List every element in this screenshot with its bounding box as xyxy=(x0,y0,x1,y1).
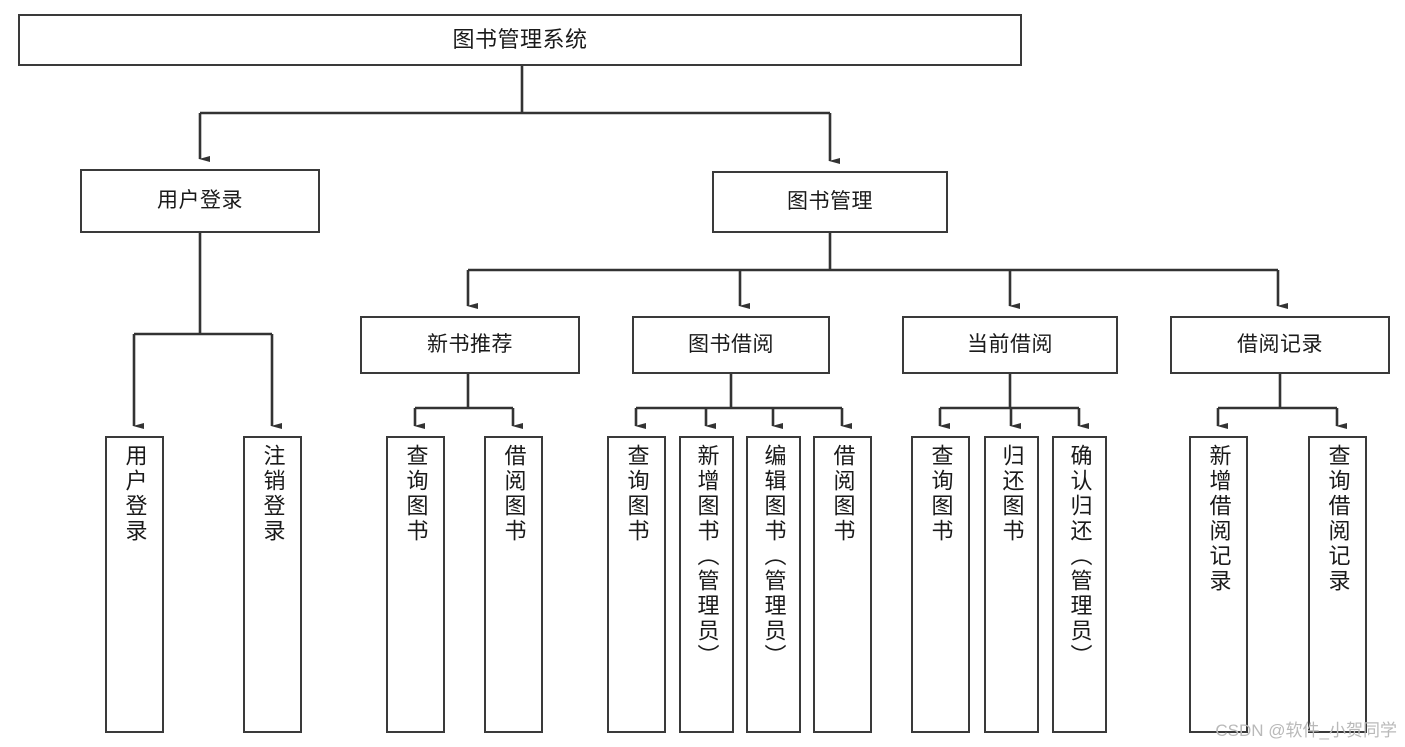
node-label: 注销登录 xyxy=(260,444,286,544)
node-label: 查询图书 xyxy=(928,444,954,544)
node-user-login[interactable]: 用户登录 xyxy=(80,169,320,233)
node-label: 查询借阅记录 xyxy=(1325,444,1351,594)
node-label: 借阅记录 xyxy=(1237,333,1323,357)
node-leaf-logout[interactable]: 注销登录 xyxy=(243,436,302,733)
node-label: 新增图书（管理员） xyxy=(694,444,720,669)
node-new-book-recommend[interactable]: 新书推荐 xyxy=(360,316,580,374)
node-leaf-edit-book[interactable]: 编辑图书（管理员） xyxy=(746,436,801,733)
node-leaf-query-book-rec[interactable]: 查询图书 xyxy=(386,436,445,733)
node-leaf-borrow-book[interactable]: 借阅图书 xyxy=(813,436,872,733)
node-leaf-add-record[interactable]: 新增借阅记录 xyxy=(1189,436,1248,733)
node-label: 用户登录 xyxy=(157,189,243,213)
node-current-borrow[interactable]: 当前借阅 xyxy=(902,316,1118,374)
node-label: 新增借阅记录 xyxy=(1206,444,1232,594)
node-label: 确认归还（管理员） xyxy=(1067,444,1093,669)
node-leaf-query-record[interactable]: 查询借阅记录 xyxy=(1308,436,1367,733)
node-label: 新书推荐 xyxy=(427,333,513,357)
node-label: 用户登录 xyxy=(122,444,148,544)
node-label: 归还图书 xyxy=(999,444,1025,544)
node-leaf-query-book-cur[interactable]: 查询图书 xyxy=(911,436,970,733)
node-label: 借阅图书 xyxy=(830,444,856,544)
node-label: 图书借阅 xyxy=(688,333,774,357)
node-label: 查询图书 xyxy=(403,444,429,544)
node-book-manage[interactable]: 图书管理 xyxy=(712,171,948,233)
node-leaf-confirm-return[interactable]: 确认归还（管理员） xyxy=(1052,436,1107,733)
node-root[interactable]: 图书管理系统 xyxy=(18,14,1022,66)
node-label: 借阅图书 xyxy=(501,444,527,544)
node-label: 编辑图书（管理员） xyxy=(761,444,787,669)
watermark-text: CSDN @软件_小贺同学 xyxy=(1215,721,1397,740)
node-leaf-borrow-book-rec[interactable]: 借阅图书 xyxy=(484,436,543,733)
node-label: 查询图书 xyxy=(624,444,650,544)
node-label: 图书管理系统 xyxy=(452,26,588,52)
node-borrow-record[interactable]: 借阅记录 xyxy=(1170,316,1390,374)
node-leaf-user-login[interactable]: 用户登录 xyxy=(105,436,164,733)
node-label: 当前借阅 xyxy=(967,333,1053,357)
node-label: 图书管理 xyxy=(787,190,873,214)
node-leaf-add-book[interactable]: 新增图书（管理员） xyxy=(679,436,734,733)
node-book-borrow[interactable]: 图书借阅 xyxy=(632,316,830,374)
node-leaf-query-book-borrow[interactable]: 查询图书 xyxy=(607,436,666,733)
node-leaf-return-book[interactable]: 归还图书 xyxy=(984,436,1039,733)
